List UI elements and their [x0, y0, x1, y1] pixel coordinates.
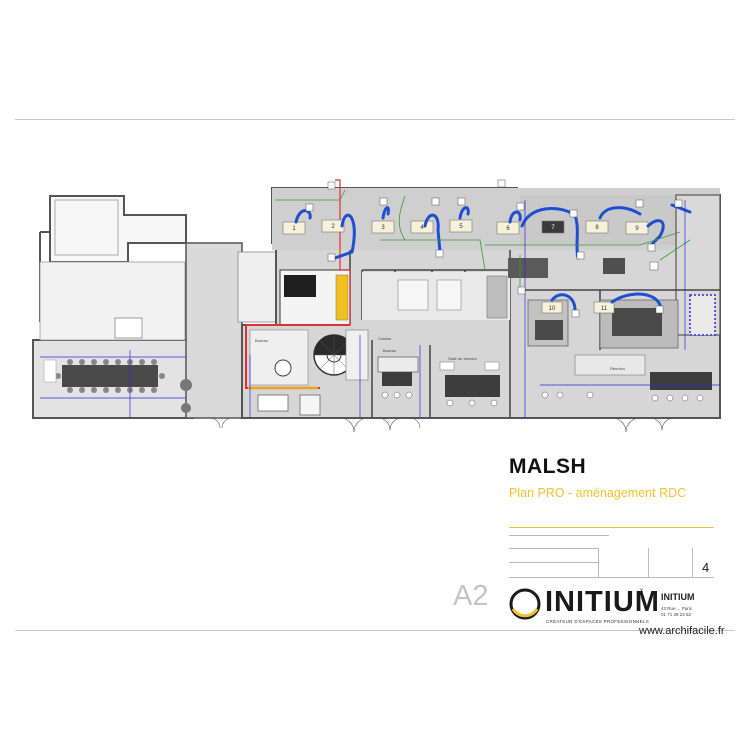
company-name: INITIUM	[661, 592, 695, 602]
title-block-line	[509, 535, 609, 536]
desk-number: 6	[506, 226, 510, 232]
title-block-line	[509, 577, 714, 578]
title-block-divider	[692, 548, 693, 577]
initium-logo-icon	[509, 588, 541, 620]
bottom-sheet-border	[15, 630, 735, 631]
desk-number: 5	[459, 224, 463, 230]
meeting-room-left	[32, 339, 194, 419]
svg-text:Bureau: Bureau	[383, 348, 396, 353]
desk: 4	[410, 220, 434, 234]
grid-lines	[129, 200, 720, 418]
svg-text:Réunion: Réunion	[610, 366, 625, 371]
desk-number: 1	[292, 226, 296, 232]
office-lower-left: Bureau	[249, 329, 321, 416]
desk: 5	[449, 219, 473, 233]
desk: 6	[496, 221, 520, 235]
desk-number: 3	[381, 225, 385, 231]
spiral-staircase	[313, 329, 369, 381]
svg-text:Salle de réunion: Salle de réunion	[448, 356, 477, 361]
desk-number: 10	[549, 306, 556, 312]
central-core	[362, 272, 510, 320]
sheet-number: 4	[702, 560, 710, 575]
door-swings	[209, 417, 675, 433]
desk: 11	[593, 301, 615, 314]
desk-number: 4	[420, 225, 424, 231]
desk-number: 8	[595, 225, 599, 231]
title-block-line	[509, 527, 714, 528]
corridor-left	[39, 242, 277, 419]
desk: 10	[541, 301, 563, 314]
top-sheet-border	[15, 119, 735, 120]
company-address: 43 Rue ... Paris	[661, 606, 693, 611]
svg-text:Cuisine: Cuisine	[378, 336, 392, 341]
desk-number: 9	[635, 226, 639, 232]
brand-name: INITIUM	[545, 586, 660, 618]
desk: 7	[541, 220, 565, 234]
company-phone: 01 71 39 23 52	[661, 612, 692, 617]
project-subtitle: Plan PRO - aménagement RDC	[509, 486, 687, 500]
chairs	[381, 391, 704, 407]
desk: 3	[371, 220, 395, 234]
desk: 2	[321, 219, 345, 233]
svg-text:Bureau: Bureau	[255, 338, 268, 343]
desk-number: 7	[551, 225, 555, 231]
watermark: www.archifacile.fr	[639, 625, 725, 637]
title-block-divider	[598, 548, 599, 577]
workstation-desks: 1 2 3 4 5 6 7 8 9 10 11	[282, 219, 649, 314]
desk: 1	[282, 221, 306, 235]
sheet-format: A2	[453, 580, 489, 612]
outlets	[305, 179, 683, 318]
desk: 8	[585, 220, 609, 234]
title-block-divider	[648, 548, 649, 577]
network-lines	[275, 189, 691, 290]
brand-tagline: CRÉATEUR D'ESPACES PROFESSIONNELS	[546, 619, 650, 624]
desk-number: 11	[601, 306, 608, 312]
kitchen	[245, 179, 351, 390]
brand-superscript: x	[640, 588, 643, 594]
desk: 9	[625, 221, 649, 235]
project-title: MALSH	[509, 455, 587, 478]
title-block-line	[509, 562, 599, 563]
title-block-line	[509, 548, 599, 549]
desk-number: 2	[331, 224, 335, 230]
